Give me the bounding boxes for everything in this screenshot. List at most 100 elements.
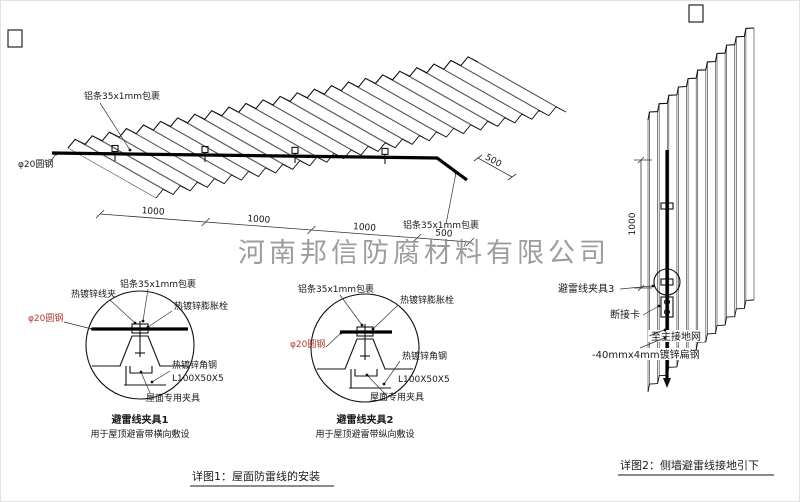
leader-line bbox=[642, 305, 660, 316]
corrugation-rib bbox=[341, 90, 430, 141]
disconnect-card-symbol bbox=[660, 296, 674, 318]
label-al-strip-top: 铝条35x1mm包裹 bbox=[84, 90, 160, 102]
corrugation-rib bbox=[204, 119, 293, 170]
corrugation-rib bbox=[74, 139, 164, 190]
leader-dot bbox=[360, 323, 364, 327]
label-angle-spec: L100X50X5 bbox=[172, 374, 224, 384]
label-anchor-bolt: 热镀锌膨胀栓 bbox=[174, 300, 228, 312]
corrugation-rib bbox=[365, 78, 454, 129]
dim-label: 500 bbox=[435, 228, 453, 239]
dim-label: 1000 bbox=[247, 214, 271, 226]
detail-circle bbox=[85, 290, 195, 400]
corrugation-rib bbox=[460, 65, 550, 116]
leader-dot bbox=[663, 336, 667, 340]
label-round-steel: φ20圆钢 bbox=[290, 338, 325, 350]
corrugation-rib bbox=[426, 72, 515, 124]
frame-mark-box bbox=[688, 4, 704, 23]
label-wire-clamp: 热镀锌线夹 bbox=[71, 288, 116, 300]
dim-tick bbox=[95, 209, 105, 219]
corrugation-rib bbox=[170, 126, 259, 177]
main-roof-view: 1000 1000 1000 500 500 铝条35x1mm包裹 φ20圆钢 … bbox=[18, 90, 517, 247]
leader-line bbox=[639, 337, 665, 349]
corrugation-rib bbox=[392, 79, 481, 131]
leader-dot bbox=[657, 304, 661, 308]
corrugation-rib bbox=[262, 99, 352, 151]
wall-corrugation bbox=[647, 27, 755, 393]
leader-dot bbox=[139, 370, 143, 374]
frame-mark-box bbox=[7, 29, 23, 48]
corrugation-rib bbox=[399, 71, 488, 122]
corrugation-rib bbox=[92, 135, 181, 187]
leader-line bbox=[648, 329, 665, 337]
card-body bbox=[660, 296, 674, 318]
label-roof-clamp: 屋面专用夹具 bbox=[146, 392, 200, 404]
leader-dot bbox=[146, 325, 150, 329]
corrugation-rib bbox=[477, 61, 567, 113]
corrugation-rib bbox=[177, 117, 266, 169]
dim-tick bbox=[412, 233, 422, 243]
corrugation-rib bbox=[331, 85, 420, 136]
corrugation-edge bbox=[647, 27, 755, 121]
corrugation-edge bbox=[67, 56, 479, 149]
corrugation-rib bbox=[136, 133, 225, 184]
leader-line bbox=[339, 294, 363, 326]
leader-line bbox=[147, 310, 173, 328]
wall-clamp bbox=[660, 202, 674, 210]
dim-label: 1000 bbox=[628, 212, 638, 235]
leader-dot bbox=[141, 319, 145, 323]
leader-line bbox=[383, 360, 401, 385]
wire-clamp-mark bbox=[291, 146, 299, 163]
corrugation-edge bbox=[647, 299, 755, 393]
dim-tick bbox=[201, 217, 210, 227]
detail2-subtitle: 用于屋顶避雷带纵向敷设 bbox=[315, 428, 414, 440]
corrugation-rib bbox=[221, 115, 310, 167]
leader-line bbox=[142, 288, 149, 322]
leader-dot bbox=[382, 382, 386, 386]
corrugation-rib bbox=[314, 88, 403, 140]
corrugation-rib bbox=[187, 122, 276, 174]
detail2-title: 避雷线夹具2 bbox=[336, 413, 394, 426]
leader-dot bbox=[663, 328, 667, 332]
detail1-subtitle: 用于屋顶避雷带横向敷设 bbox=[90, 428, 189, 440]
corrugation-rib bbox=[102, 140, 191, 192]
roof-clamp-clip bbox=[354, 369, 378, 377]
label-angle-steel: 热镀锌角钢 bbox=[402, 350, 447, 362]
leader-dot bbox=[133, 321, 137, 325]
leader-dot bbox=[371, 327, 375, 331]
label-backing bbox=[589, 348, 693, 360]
leader-line bbox=[372, 304, 399, 330]
corrugation-rib bbox=[307, 97, 396, 149]
wire-clamp-mark bbox=[201, 145, 209, 162]
dim-tick bbox=[637, 284, 645, 292]
detail-2: 铝条35x1mm包裹 热镀锌膨胀栓 φ20圆钢 热镀锌角钢 L100X50X5 … bbox=[290, 283, 454, 440]
leader-dot bbox=[128, 148, 132, 152]
corrugation-edge bbox=[155, 106, 567, 199]
corrugation-rib bbox=[297, 92, 386, 144]
dimension-chain: 1000 1000 1000 500 bbox=[95, 206, 475, 247]
corrugation-rib bbox=[255, 108, 345, 159]
label-clamp3: 避雷线夹具3 bbox=[558, 282, 614, 295]
label-al-strip: 铝条35x1mm包裹 bbox=[298, 283, 374, 295]
label-anchor-bolt: 热镀锌膨胀栓 bbox=[400, 294, 454, 306]
caption-detail1: 详图1：屋面防雷线的安装 bbox=[192, 469, 320, 483]
dim-label: 1000 bbox=[141, 206, 165, 218]
corrugation-rib bbox=[289, 101, 379, 152]
corrugation-rib bbox=[238, 111, 327, 163]
dim-line bbox=[99, 213, 471, 243]
leader-line bbox=[140, 371, 151, 394]
leader-line bbox=[63, 321, 93, 330]
leader-line bbox=[151, 370, 171, 383]
corrugation-rib bbox=[358, 86, 447, 138]
label-round-steel-main: φ20圆钢 bbox=[18, 158, 53, 170]
wire-clamp-mark bbox=[381, 147, 389, 164]
leader-line bbox=[619, 285, 653, 290]
leader-line bbox=[109, 299, 136, 324]
corrugation-rib bbox=[450, 60, 540, 111]
label-roof-clamp: 屋面专用夹具 bbox=[370, 391, 424, 403]
leader-dot bbox=[90, 327, 94, 331]
leader-line bbox=[49, 153, 57, 163]
corrugation-rib bbox=[211, 110, 300, 161]
dim-tick bbox=[465, 237, 475, 247]
